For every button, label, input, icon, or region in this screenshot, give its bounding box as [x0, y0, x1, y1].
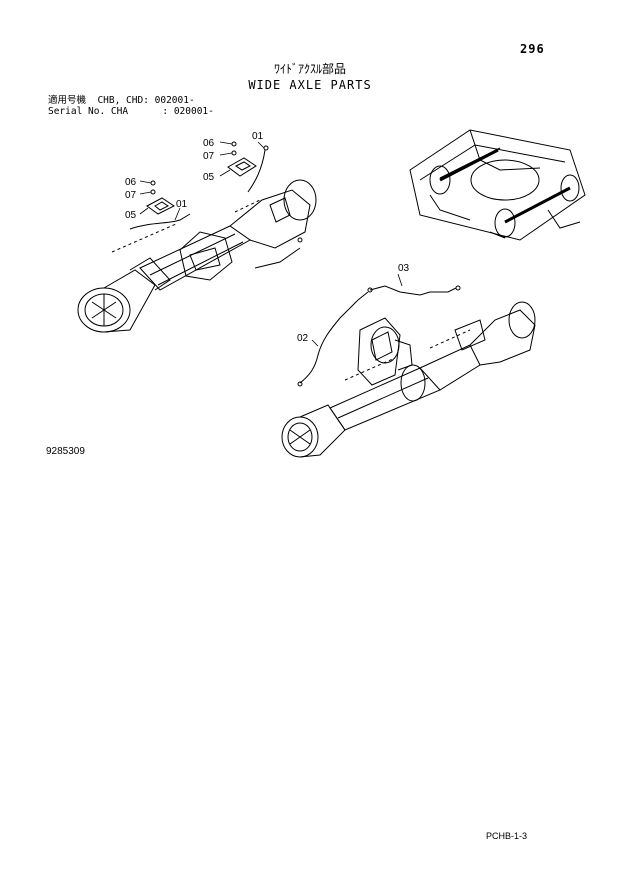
hose-03	[369, 285, 457, 296]
wheel-hub-lower-right	[508, 301, 536, 339]
leader-lines-lower	[311, 273, 403, 347]
axle-housing	[139, 225, 251, 291]
rear-axle-assembly	[281, 285, 536, 458]
callout-03: 03	[398, 263, 410, 274]
callout-01-lower: 01	[176, 199, 188, 210]
callout-01-upper: 01	[252, 131, 264, 142]
leader-lines-upper	[139, 141, 265, 221]
hose-02	[299, 291, 369, 384]
hose-01-lower	[129, 213, 191, 230]
page-number: 296	[520, 42, 545, 56]
callout-07-upper: 07	[203, 151, 215, 162]
gearbox	[357, 317, 401, 386]
footer-code: PCHB-1-3	[486, 831, 528, 841]
front-axle-assembly	[77, 141, 317, 333]
machine-overview-axles	[439, 148, 571, 224]
serial-line-2: Serial No. CHA : 020001-	[48, 106, 214, 117]
callout-07-lower: 07	[125, 190, 137, 201]
title-english: WIDE AXLE PARTS	[248, 78, 372, 92]
callout-06-upper: 06	[203, 138, 215, 149]
rear-axle-housing	[329, 367, 441, 431]
callout-06-lower: 06	[125, 177, 137, 188]
callout-02: 02	[297, 333, 309, 344]
machine-overview	[409, 129, 586, 241]
differential-housing	[179, 231, 233, 281]
hose-01-upper	[247, 149, 266, 193]
serial-line-1: 適用号機 CHB, CHD: 002001-	[48, 95, 195, 106]
callout-05-upper: 05	[203, 172, 215, 183]
title-japanese: ﾜｲﾄﾞｱｸｽﾙ部品	[273, 62, 346, 76]
callout-05-lower: 05	[125, 210, 137, 221]
plate-05-lower	[146, 197, 175, 215]
figure-code: 9285309	[46, 446, 85, 457]
plate-05-upper	[227, 157, 257, 177]
